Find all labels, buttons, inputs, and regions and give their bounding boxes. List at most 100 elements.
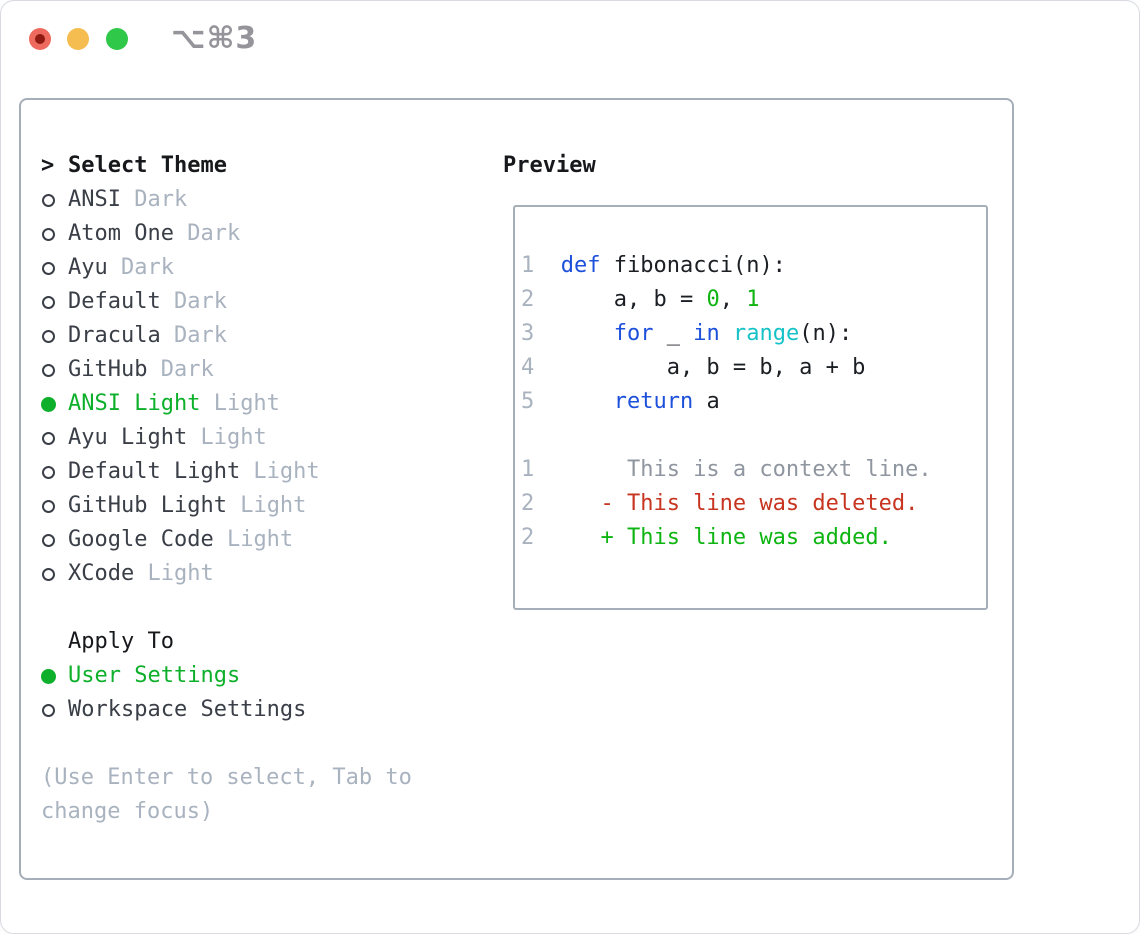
theme-option-default-label: Default bbox=[68, 289, 161, 314]
preview-line-4: 4 a, b = b, a + b bbox=[521, 351, 980, 385]
preview-line-8: 2 - This line was deleted. bbox=[521, 487, 980, 521]
token-kw: in bbox=[693, 321, 720, 346]
token-grn: 1 bbox=[746, 287, 760, 312]
radio-unselected-icon bbox=[42, 567, 55, 581]
theme-option-dracula-label: Dracula bbox=[68, 323, 161, 348]
window-title: ⌥⌘3 bbox=[171, 21, 258, 56]
theme-option-atom-one-label: Atom One bbox=[68, 221, 174, 246]
focus-caret-icon: > bbox=[41, 153, 55, 178]
hint-line-2: change focus) bbox=[41, 799, 214, 824]
radio-unselected-icon bbox=[42, 363, 55, 377]
theme-option-ansi-light-variant: Light bbox=[200, 391, 280, 416]
token-plain: (n): bbox=[799, 321, 853, 346]
preview-line-6 bbox=[521, 419, 980, 453]
close-button-indicator-icon bbox=[35, 34, 45, 44]
theme-option-ayu-variant: Dark bbox=[107, 255, 174, 280]
token-plain: a, b = b, a + b bbox=[534, 355, 866, 380]
theme-option-atom-one-variant: Dark bbox=[173, 221, 241, 246]
radio-unselected-icon bbox=[42, 465, 55, 479]
theme-option-dracula-variant: Dark bbox=[160, 323, 227, 348]
token-num: 1 bbox=[521, 253, 535, 278]
token-fn: range bbox=[732, 321, 800, 346]
theme-option-google-code-label: Google Code bbox=[68, 527, 214, 552]
minimize-button[interactable] bbox=[67, 28, 89, 50]
preview-line-5: 5 return a bbox=[521, 385, 980, 419]
token-num: 1 bbox=[521, 457, 535, 482]
spacer bbox=[41, 727, 501, 761]
theme-option-github-variant: Dark bbox=[147, 357, 214, 382]
token-plain: a bbox=[693, 389, 720, 414]
hint-line-1: (Use Enter to select, Tab to bbox=[41, 765, 412, 790]
token-num: 2 bbox=[521, 491, 535, 516]
preview-line-1: 1 def fibonacci(n): bbox=[521, 249, 980, 283]
theme-option-default[interactable]: Default Dark bbox=[41, 285, 501, 319]
theme-option-ayu-light[interactable]: Ayu Light Light bbox=[41, 421, 501, 455]
radio-selected-icon bbox=[41, 668, 56, 684]
radio-unselected-icon bbox=[42, 193, 55, 207]
theme-option-github-light-label: GitHub Light bbox=[68, 493, 227, 518]
window-titlebar: ⌥⌘3 bbox=[1, 1, 1139, 76]
token-num: 2 bbox=[521, 525, 535, 550]
token-grn: 0 bbox=[706, 287, 720, 312]
theme-option-ayu-label: Ayu bbox=[68, 255, 108, 280]
theme-option-dracula[interactable]: Dracula Dark bbox=[41, 319, 501, 353]
spacer bbox=[41, 591, 501, 625]
zoom-button[interactable] bbox=[106, 28, 128, 50]
token-plain: a, b = bbox=[534, 287, 707, 312]
theme-option-github[interactable]: GitHub Dark bbox=[41, 353, 501, 387]
theme-option-ayu-light-label: Ayu Light bbox=[68, 425, 188, 450]
preview-line-9: 2 + This line was added. bbox=[521, 521, 980, 555]
theme-option-default-variant: Dark bbox=[160, 289, 227, 314]
theme-list-header-row: > Select Theme bbox=[41, 149, 501, 183]
close-button[interactable] bbox=[29, 28, 51, 50]
theme-option-atom-one[interactable]: Atom One Dark bbox=[41, 217, 501, 251]
theme-option-github-label: GitHub bbox=[68, 357, 148, 382]
theme-option-xcode[interactable]: XCode Light bbox=[41, 557, 501, 591]
token-num: 4 bbox=[521, 355, 535, 380]
preview-header: Preview bbox=[503, 153, 596, 178]
token-kw: def bbox=[560, 253, 601, 278]
radio-unselected-icon bbox=[42, 499, 55, 513]
theme-option-ansi-label: ANSI bbox=[68, 187, 121, 212]
theme-option-ansi-variant: Dark bbox=[120, 187, 188, 212]
theme-option-default-light-label: Default Light bbox=[68, 459, 241, 484]
token-plain bbox=[534, 253, 561, 278]
apply-to-header-row: Apply To bbox=[41, 625, 501, 659]
theme-option-github-light-variant: Light bbox=[226, 493, 307, 518]
theme-option-xcode-label: XCode bbox=[68, 561, 135, 586]
theme-option-ayu[interactable]: Ayu Dark bbox=[41, 251, 501, 285]
preview-line-3: 3 for _ in range(n): bbox=[521, 317, 980, 351]
theme-option-google-code-variant: Light bbox=[213, 527, 294, 552]
token-del: - This line was deleted. bbox=[534, 491, 919, 516]
apply-option-user-settings[interactable]: User Settings bbox=[41, 659, 501, 693]
radio-unselected-icon bbox=[42, 295, 55, 309]
theme-option-google-code[interactable]: Google Code Light bbox=[41, 523, 501, 557]
theme-option-default-light[interactable]: Default Light Light bbox=[41, 455, 501, 489]
theme-option-ansi-light-label: ANSI Light bbox=[68, 391, 201, 416]
hint-text: (Use Enter to select, Tab to change focus… bbox=[41, 761, 501, 829]
token-add: + This line was added. bbox=[534, 525, 892, 550]
token-plain: _ bbox=[653, 321, 694, 346]
preview-header-row: Preview bbox=[503, 149, 596, 183]
radio-unselected-icon bbox=[42, 227, 55, 241]
theme-option-ansi[interactable]: ANSI Dark bbox=[41, 183, 501, 217]
theme-option-ansi-light[interactable]: ANSI Light Light bbox=[41, 387, 501, 421]
theme-list-header: Select Theme bbox=[68, 153, 227, 178]
apply-option-workspace-settings[interactable]: Workspace Settings bbox=[41, 693, 501, 727]
token-plain bbox=[534, 389, 613, 414]
preview-line-2: 2 a, b = 0, 1 bbox=[521, 283, 980, 317]
apply-to-header: Apply To bbox=[68, 629, 174, 654]
theme-option-github-light[interactable]: GitHub Light Light bbox=[41, 489, 501, 523]
token-kw: return bbox=[613, 389, 694, 414]
token-num: 3 bbox=[521, 321, 535, 346]
token-num: 5 bbox=[521, 389, 535, 414]
theme-option-xcode-variant: Light bbox=[134, 561, 214, 586]
token-plain: fibonacci(n): bbox=[600, 253, 786, 278]
token-plain: , bbox=[719, 287, 747, 312]
theme-option-ayu-light-variant: Light bbox=[187, 425, 267, 450]
